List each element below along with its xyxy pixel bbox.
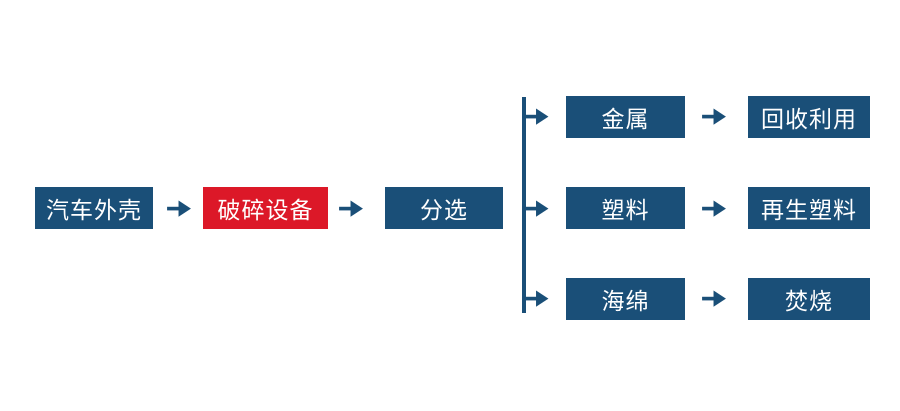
node-car-shell: 汽车外壳	[35, 187, 153, 229]
arrow-right-icon	[524, 200, 549, 217]
node-recycled-plastic: 再生塑料	[748, 187, 870, 229]
arrow-right-icon	[339, 200, 363, 217]
branch-connector-line	[522, 97, 526, 313]
node-sorting: 分选	[385, 187, 503, 229]
arrow-right-icon	[524, 290, 549, 307]
arrow-right-icon	[702, 108, 726, 125]
node-crushing-equipment: 破碎设备	[203, 187, 328, 229]
node-plastic: 塑料	[566, 187, 685, 229]
arrow-right-icon	[702, 290, 726, 307]
node-sponge: 海绵	[566, 278, 685, 320]
node-recycling-use: 回收利用	[748, 96, 870, 138]
node-metal: 金属	[566, 96, 685, 138]
arrow-right-icon	[167, 200, 191, 217]
arrow-right-icon	[524, 108, 549, 125]
arrow-right-icon	[702, 200, 726, 217]
node-incineration: 焚烧	[748, 278, 870, 320]
